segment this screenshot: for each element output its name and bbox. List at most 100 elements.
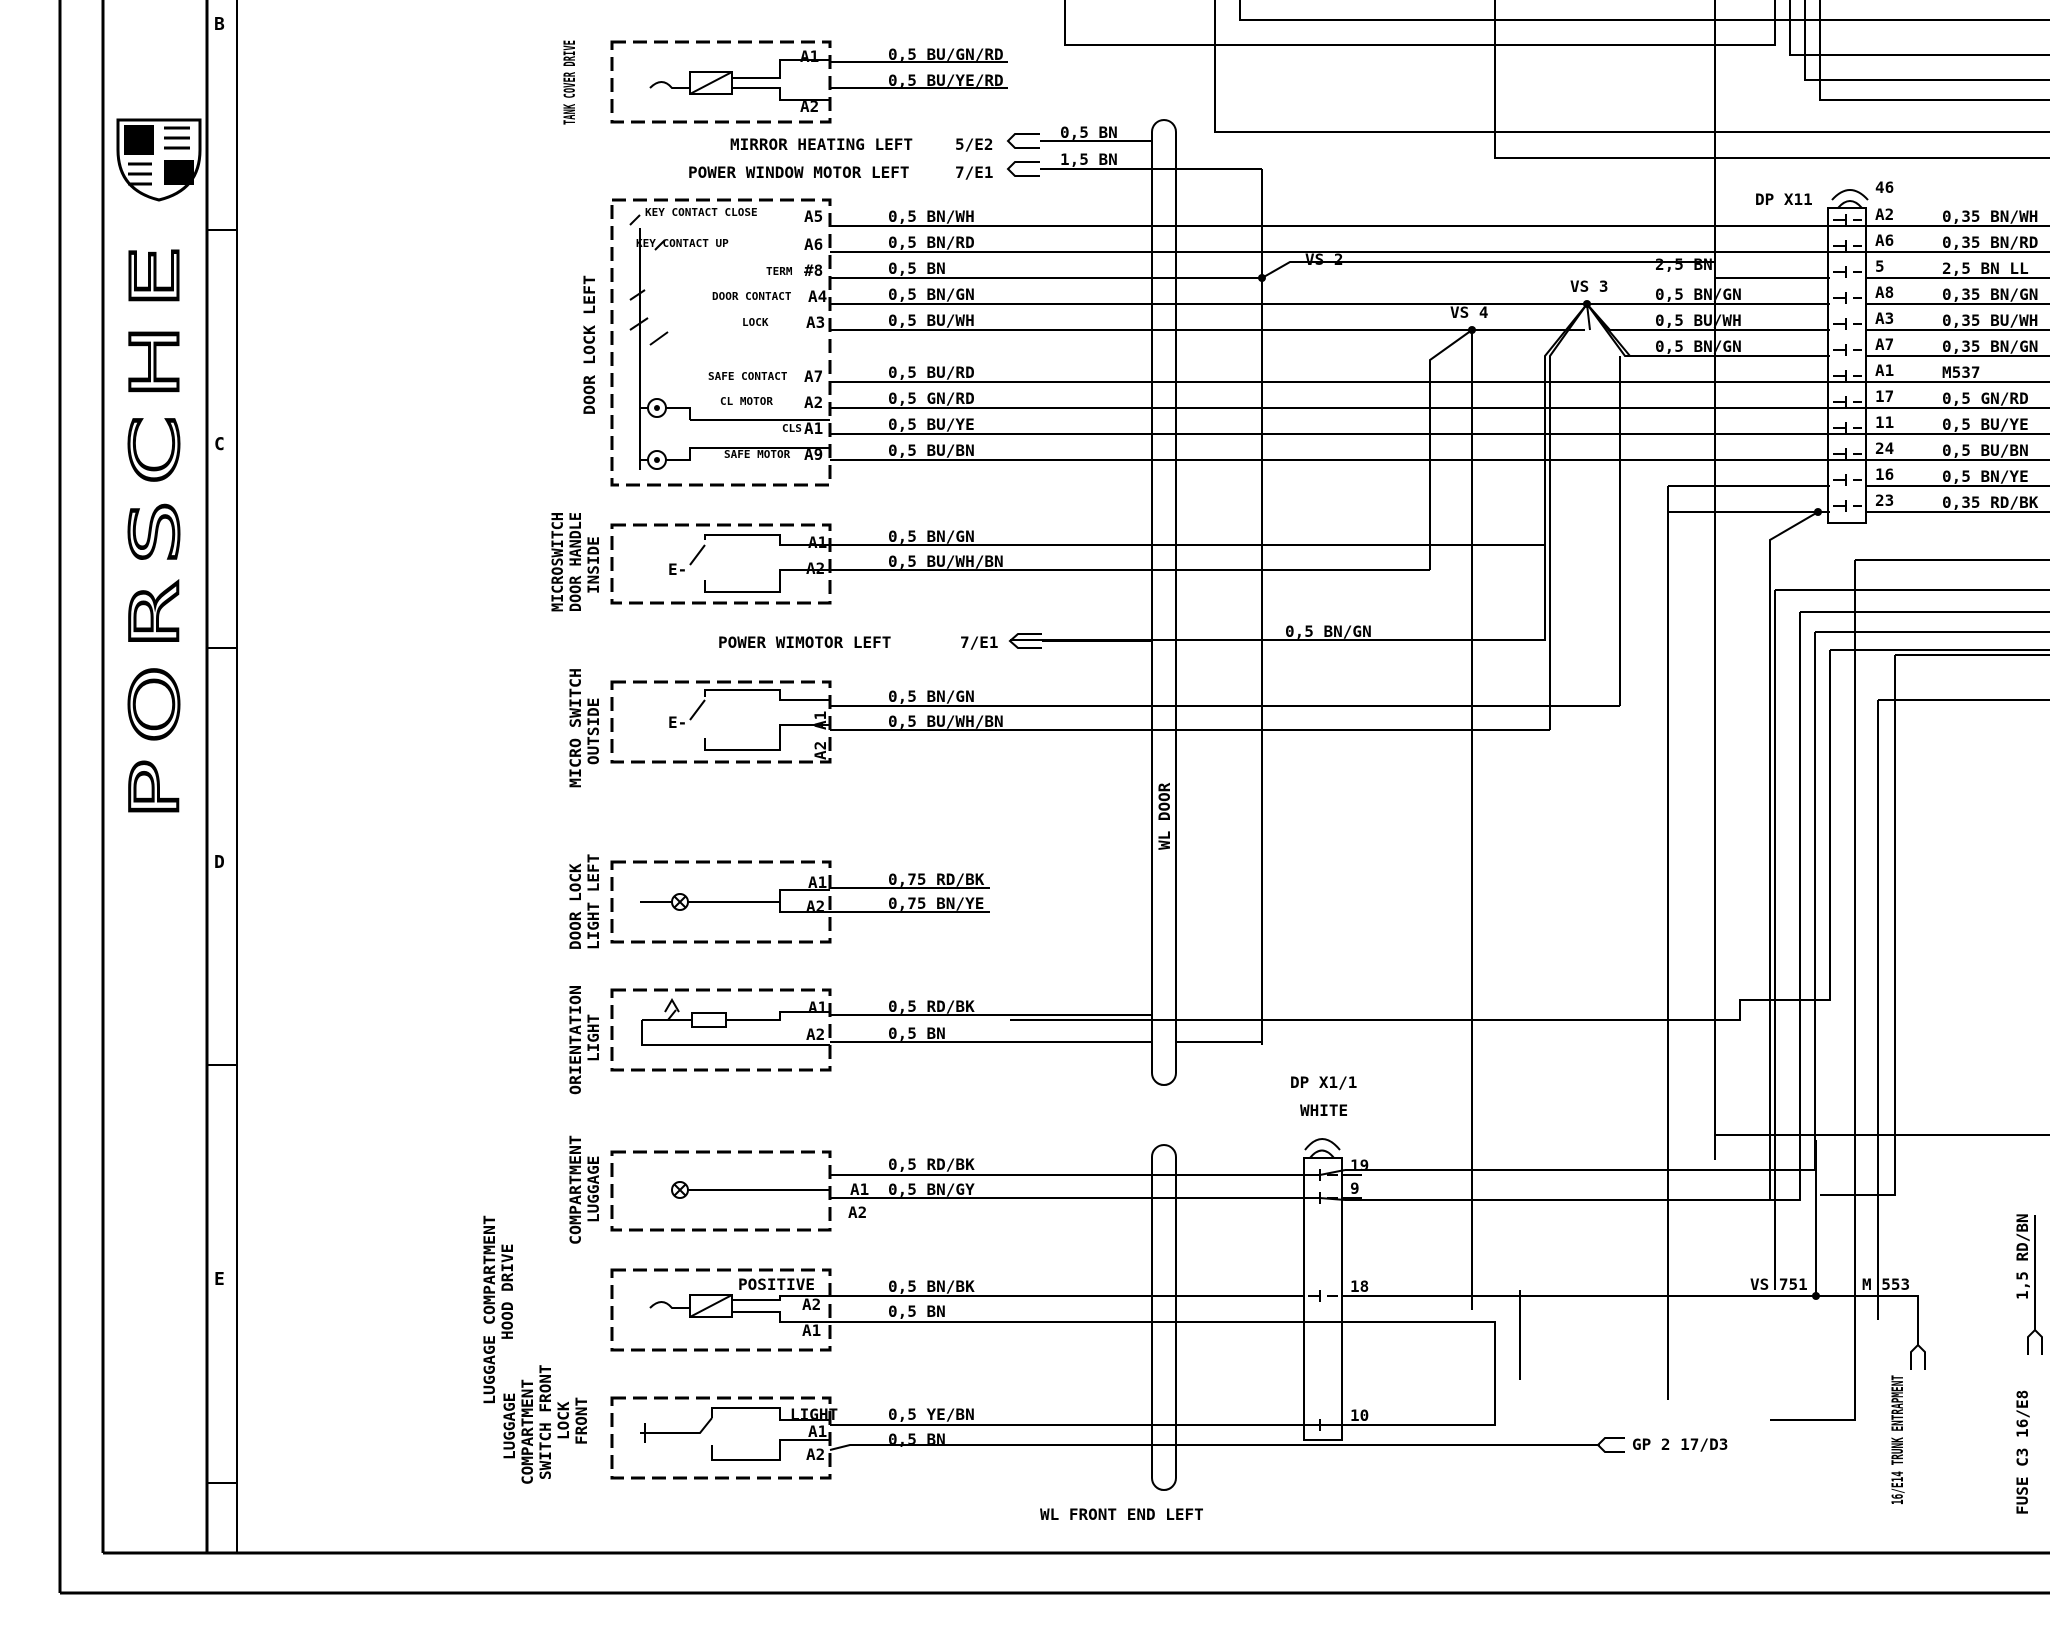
ref-fuse-c3: 1,5 RD/BN FUSE C3 16/E8 xyxy=(2013,1213,2043,1515)
svg-text:E-: E- xyxy=(668,713,687,732)
svg-text:0,5 BN: 0,5 BN xyxy=(888,1024,946,1043)
svg-text:0,5 BN: 0,5 BN xyxy=(888,1302,946,1321)
svg-text:16/E14 TRUNK ENTRAPMENT: 16/E14 TRUNK ENTRAPMENT xyxy=(1888,1375,1907,1505)
pin-label: A1 xyxy=(1875,361,1894,380)
svg-text:0,5 BN: 0,5 BN xyxy=(1060,123,1118,142)
svg-text:MIRROR HEATING LEFT: MIRROR HEATING LEFT xyxy=(730,135,913,154)
grid-row-c: C xyxy=(214,434,225,455)
splice-vs3: VS 3 2,5 BN 0,5 BN/GN 0,5 BU/WH 0,5 BN/G… xyxy=(1010,255,1805,730)
splice-vs751: VS 751 M 553 16/E14 TRUNK ENTRAPMENT xyxy=(1342,1140,1926,1505)
svg-text:VS 3: VS 3 xyxy=(1570,277,1609,296)
ref-power-window: POWER WINDOW MOTOR LEFT 7/E1 1,5 BN xyxy=(688,150,1263,1045)
svg-text:A7: A7 xyxy=(804,367,823,386)
svg-text:0,5 BN/GY: 0,5 BN/GY xyxy=(888,1180,975,1199)
svg-text:0,5 BN/GN: 0,5 BN/GN xyxy=(888,527,975,546)
svg-text:LOCK: LOCK xyxy=(742,316,769,329)
svg-text:1,5 BN: 1,5 BN xyxy=(1060,150,1118,169)
component-title: COMPARTMENT xyxy=(566,1135,585,1245)
pin-label: 24 xyxy=(1875,439,1894,458)
grid-row-d: D xyxy=(214,852,225,873)
dp-x1-1-row: 19 xyxy=(1308,1156,1369,1181)
component-title: LUGGAGE COMPARTMENT xyxy=(480,1215,499,1405)
svg-text:POSITIVE: POSITIVE xyxy=(738,1275,815,1294)
svg-text:DOOR CONTACT: DOOR CONTACT xyxy=(712,290,792,303)
svg-text:0,75 RD/BK: 0,75 RD/BK xyxy=(888,870,985,889)
svg-text:VS 2: VS 2 xyxy=(1305,250,1344,269)
svg-text:CLS: CLS xyxy=(782,422,802,435)
svg-text:A2: A2 xyxy=(806,1025,825,1044)
harness-wl-door-label: WL DOOR xyxy=(1155,782,1174,850)
wire-label: M537 xyxy=(1942,363,1981,382)
svg-text:LIGHT: LIGHT xyxy=(584,1014,603,1062)
microswitch-door-handle-inside: MICROSWITCH DOOR HANDLE INSIDE E- A1 A2 … xyxy=(548,512,1545,612)
wire-label: 0,5 BU/BN xyxy=(1942,441,2029,460)
splice-vs4: VS 4 xyxy=(1429,303,1489,1310)
pin-label: 18 xyxy=(1350,1277,1369,1296)
wire-label: 2,5 BN LL xyxy=(1942,259,2029,278)
grid-row-e: E xyxy=(214,1269,225,1290)
compartment-luggage: COMPARTMENT LUGGAGE A1 A2 0,5 RD/BK 0,5 … xyxy=(566,1135,1346,1245)
svg-text:5/E2: 5/E2 xyxy=(955,135,994,154)
pin-label: 23 xyxy=(1875,491,1894,510)
component-title: DOOR LOCK LEFT xyxy=(580,275,599,415)
dp-x11-row: A1 M537 xyxy=(1833,361,2050,383)
pin-label: 11 xyxy=(1875,413,1894,432)
svg-text:A1: A1 xyxy=(808,1422,827,1441)
wire-label: 0,35 BU/WH xyxy=(1942,311,2038,330)
svg-text:DP X1/1: DP X1/1 xyxy=(1290,1073,1357,1092)
pin-label: 16 xyxy=(1875,465,1894,484)
harness-wl-front xyxy=(1151,1144,1177,1491)
svg-text:0,5 RD/BK: 0,5 RD/BK xyxy=(888,997,975,1016)
svg-text:0,5 BN/GN: 0,5 BN/GN xyxy=(888,285,975,304)
svg-text:A1: A1 xyxy=(802,1321,821,1340)
svg-text:0,5 RD/BK: 0,5 RD/BK xyxy=(888,1155,975,1174)
svg-text:DOOR HANDLE: DOOR HANDLE xyxy=(566,512,585,612)
top-bus-lines xyxy=(1064,0,2050,1136)
svg-text:TERM: TERM xyxy=(766,265,793,278)
component-title: ORIENTATION xyxy=(566,985,585,1095)
pin-label: A2 xyxy=(1875,205,1894,224)
ref-power-wimotor: POWER WIMOTOR LEFT 7/E1 0,5 BN/GN xyxy=(718,622,1372,652)
svg-text:VS 4: VS 4 xyxy=(1450,303,1489,322)
svg-text:0,5 BN: 0,5 BN xyxy=(888,1430,946,1449)
door-lock-light-left: DOOR LOCK LIGHT LEFT A1 A2 0,75 RD/BK 0,… xyxy=(566,854,990,950)
svg-text:1,5 RD/BN: 1,5 RD/BN xyxy=(2013,1213,2032,1300)
wire-label: 0,5 GN/RD xyxy=(1942,389,2029,408)
wire-label: 0,35 BN/WH xyxy=(1942,207,2038,226)
svg-text:LIGHT: LIGHT xyxy=(790,1405,838,1424)
svg-text:0,5 GN/RD: 0,5 GN/RD xyxy=(888,389,975,408)
svg-text:M 553: M 553 xyxy=(1862,1275,1910,1294)
pin-label: A2 xyxy=(800,97,819,116)
svg-text:HOOD DRIVE: HOOD DRIVE xyxy=(498,1244,517,1340)
svg-text:A4: A4 xyxy=(808,287,827,306)
svg-text:LUGGAGE: LUGGAGE xyxy=(584,1156,603,1223)
component-title: MICROSWITCH xyxy=(548,512,567,612)
svg-text:OUTSIDE: OUTSIDE xyxy=(584,698,603,765)
dp-x11-row: 17 0,5 GN/RD xyxy=(1833,387,2050,409)
svg-text:POWER WINDOW MOTOR LEFT: POWER WINDOW MOTOR LEFT xyxy=(688,163,910,182)
svg-text:7/E1: 7/E1 xyxy=(955,163,994,182)
svg-text:0,5 BU/WH/BN: 0,5 BU/WH/BN xyxy=(888,552,1004,571)
dp-x11-row: A2 0,35 BN/WH xyxy=(1833,205,2050,227)
wire-label: 0,5 BN/YE xyxy=(1942,467,2029,486)
component-title: TANK COVER DRIVE xyxy=(560,40,579,125)
svg-text:A2: A2 xyxy=(811,741,830,760)
dp-x1-1-row: 10 xyxy=(1308,1406,1369,1431)
porsche-crest-icon xyxy=(116,118,202,202)
svg-text:CL MOTOR: CL MOTOR xyxy=(720,395,773,408)
pin-label: 17 xyxy=(1875,387,1894,406)
svg-text:0,5 BN/RD: 0,5 BN/RD xyxy=(888,233,975,252)
component-title: DOOR LOCK xyxy=(566,863,585,950)
svg-text:0,5 BN: 0,5 BN xyxy=(888,259,946,278)
svg-text:0,5 BU/RD: 0,5 BU/RD xyxy=(888,363,975,382)
svg-text:A2: A2 xyxy=(848,1203,867,1222)
svg-text:KEY CONTACT UP: KEY CONTACT UP xyxy=(636,237,729,250)
harness-wl-door xyxy=(1151,119,1177,1086)
wire-label: 0,5 BU/YE xyxy=(1942,415,2029,434)
component-title: LUGGAGE xyxy=(500,1393,519,1460)
svg-text:A6: A6 xyxy=(804,235,823,254)
